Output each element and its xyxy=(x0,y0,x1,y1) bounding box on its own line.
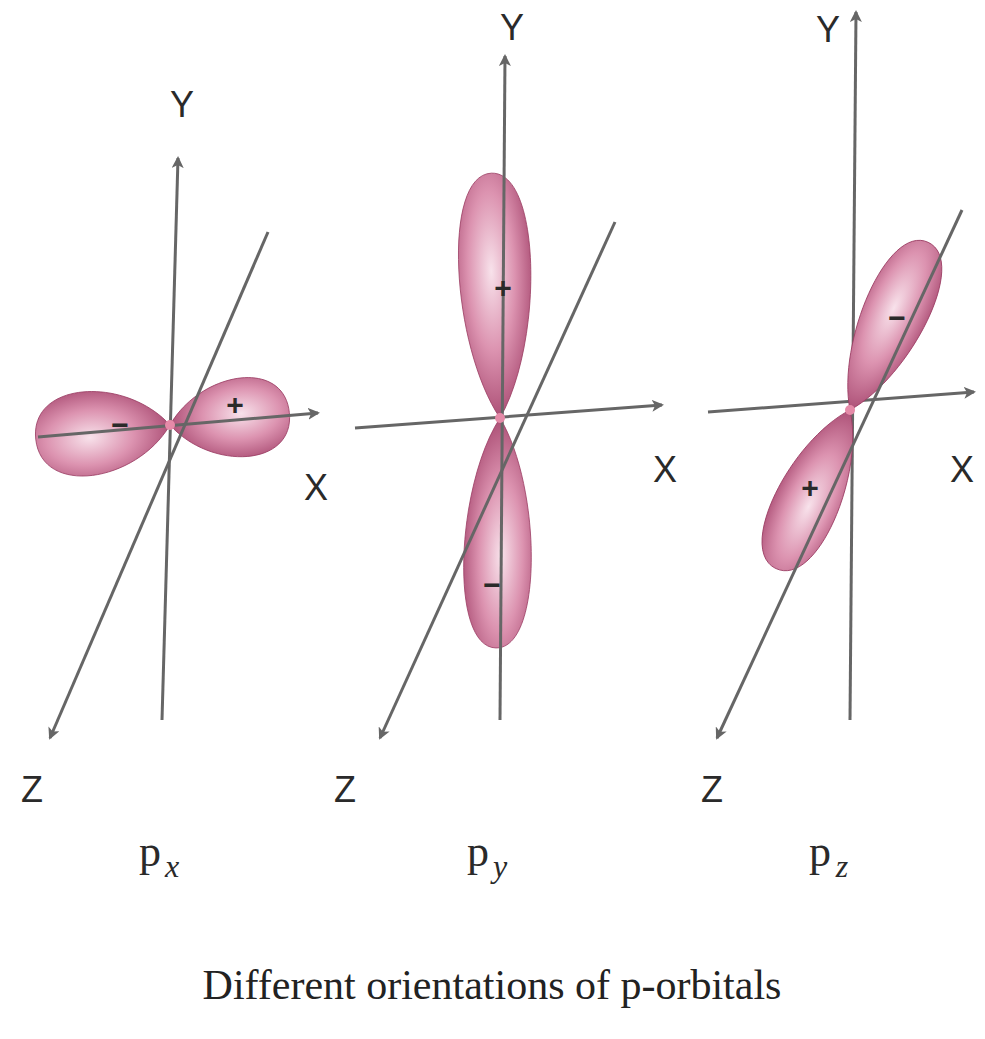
figure-caption: Different orientations of p-orbitals xyxy=(203,964,782,1006)
py-panel xyxy=(355,56,662,738)
axis-label: Y xyxy=(500,10,524,46)
y-axis xyxy=(500,56,505,720)
z-axis xyxy=(50,232,268,738)
phase-sign: + xyxy=(801,473,819,503)
phase-sign: + xyxy=(226,390,244,420)
axis-label: Y xyxy=(170,87,194,123)
axis-label: Z xyxy=(701,772,723,808)
axis-label: X xyxy=(950,452,974,488)
nucleus-dot xyxy=(165,420,175,430)
axis-label: Z xyxy=(334,772,356,808)
x-axis xyxy=(708,392,974,412)
orbital-subscript: x xyxy=(165,850,179,882)
x-axis xyxy=(355,405,662,428)
orbital-lobe xyxy=(747,396,879,582)
phase-sign: − xyxy=(483,570,501,600)
axis-label: X xyxy=(304,470,328,506)
nucleus-dot xyxy=(845,405,855,415)
axis-label: Z xyxy=(21,772,43,808)
orbital-name: p xyxy=(467,830,489,874)
px-panel xyxy=(31,158,318,738)
z-axis xyxy=(717,210,962,738)
y-axis xyxy=(162,158,178,720)
phase-sign: − xyxy=(888,303,906,333)
pz-panel xyxy=(708,12,974,738)
orbital-lobe xyxy=(455,172,536,419)
orbital-lobe xyxy=(166,373,294,464)
orbital-name: p xyxy=(139,830,161,874)
orbital-lobe xyxy=(821,229,958,424)
nucleus-dot xyxy=(495,413,505,423)
orbital-subscript: y xyxy=(493,850,507,882)
x-axis xyxy=(38,413,318,437)
orbital-name: p xyxy=(809,830,831,874)
orbital-subscript: z xyxy=(836,850,848,882)
axis-label: X xyxy=(653,452,677,488)
z-axis xyxy=(380,222,615,738)
axis-label: Y xyxy=(816,12,840,48)
phase-sign: − xyxy=(111,410,129,440)
phase-sign: + xyxy=(494,273,512,303)
